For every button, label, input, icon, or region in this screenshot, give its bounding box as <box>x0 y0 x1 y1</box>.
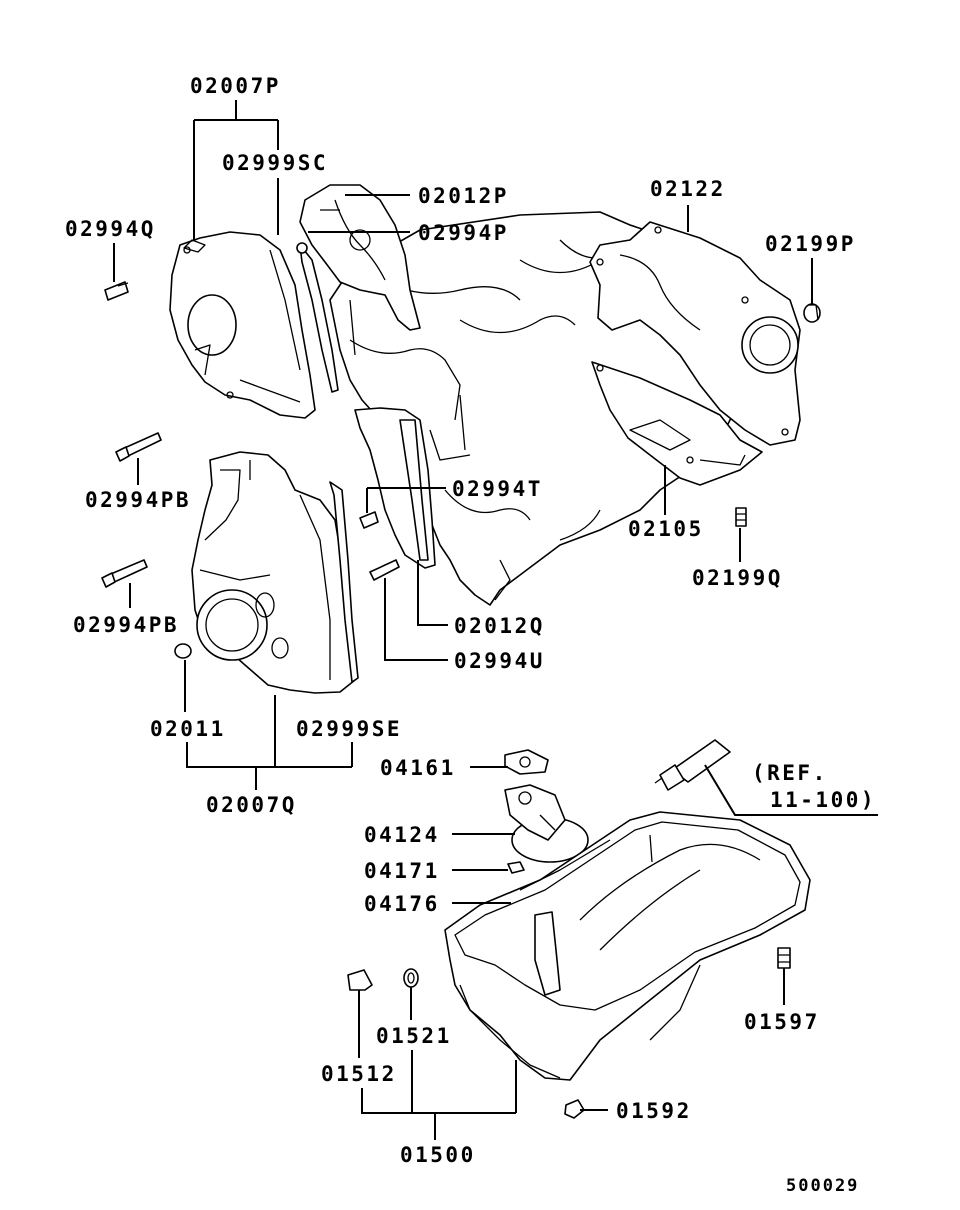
stud-01597 <box>777 947 791 969</box>
bolt-02994q <box>104 281 129 301</box>
nut-02199p <box>803 303 821 323</box>
label-02012p: 02012P <box>418 184 509 208</box>
gasket-04161 <box>504 749 549 775</box>
rear-cover-02105 <box>591 361 763 486</box>
label-02994p: 02994P <box>418 221 509 245</box>
label-02994t: 02994T <box>452 477 543 501</box>
label-04161: 04161 <box>380 756 456 780</box>
label-01597: 01597 <box>744 1010 820 1034</box>
label-02122: 02122 <box>650 177 726 201</box>
label-ref-line1: (REF. <box>752 761 828 785</box>
leader-lines <box>113 100 878 1140</box>
label-01521: 01521 <box>376 1024 452 1048</box>
stud-02199q <box>735 507 747 527</box>
diagram-id: 500029 <box>786 1176 859 1196</box>
nut-01592 <box>564 1099 585 1119</box>
label-02011: 02011 <box>150 717 226 741</box>
upper-gasket-02999sc <box>299 244 339 393</box>
label-02199p: 02199P <box>765 232 856 256</box>
label-02199q: 02199Q <box>692 566 783 590</box>
label-02007q: 02007Q <box>206 793 297 817</box>
oil-screen-04124 <box>504 784 589 863</box>
label-01512: 01512 <box>321 1062 397 1086</box>
nut-04171 <box>507 861 525 874</box>
rear-plate-02122 <box>589 221 801 446</box>
label-02105: 02105 <box>628 517 704 541</box>
label-02012q: 02012Q <box>454 614 545 638</box>
upper-timing-cover <box>169 231 316 419</box>
label-02999se: 02999SE <box>296 717 402 741</box>
label-01500: 01500 <box>400 1143 476 1167</box>
oil-pan-01500 <box>444 811 811 1081</box>
bolt-02994p <box>296 242 308 254</box>
label-04176: 04176 <box>364 892 440 916</box>
bolt-02994t <box>359 511 379 529</box>
gasket-01521 <box>403 968 419 988</box>
bolt-02994pb-a <box>115 432 162 462</box>
sealant-tube <box>654 739 731 791</box>
bolt-02994u <box>369 559 400 581</box>
label-02994pb-b: 02994PB <box>73 613 179 637</box>
label-02007p: 02007P <box>190 74 281 98</box>
label-02994q: 02994Q <box>65 217 156 241</box>
part-labels: 02007P 02999SC 02012P 02994P 02994Q 0212… <box>65 74 876 1196</box>
bolt-02994pb-b <box>101 559 148 588</box>
drain-plug-01512 <box>347 969 373 991</box>
label-04124: 04124 <box>364 823 440 847</box>
label-01592: 01592 <box>616 1099 692 1123</box>
lower-timing-cover <box>191 451 356 694</box>
label-04171: 04171 <box>364 859 440 883</box>
label-02999sc: 02999SC <box>222 151 328 175</box>
washer-02011 <box>174 643 192 659</box>
lower-gasket-02999se <box>329 481 359 683</box>
gasket-01521-hole <box>407 972 415 984</box>
label-02994pb-a: 02994PB <box>85 488 191 512</box>
label-ref-line2: 11-100) <box>770 788 876 812</box>
label-02994u: 02994U <box>454 649 545 673</box>
